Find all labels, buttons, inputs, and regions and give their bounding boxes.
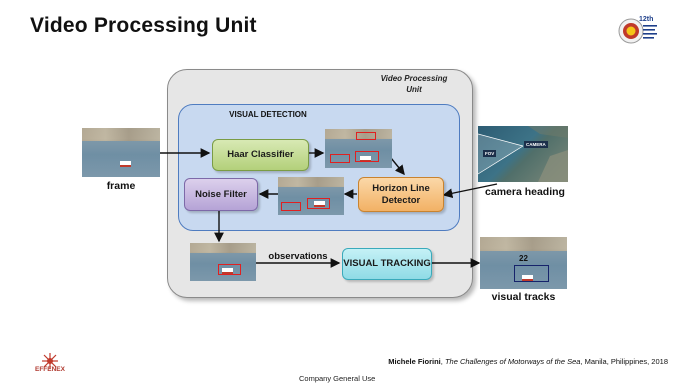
visual-tracks-image: 22 [480, 237, 567, 289]
noise-filter-node: Noise Filter [184, 178, 258, 211]
camera-heading-caption: camera heading [485, 186, 565, 198]
frame-caption: frame [106, 180, 136, 192]
footer-citation: Michele Fiorini, The Challenges of Motor… [388, 357, 668, 366]
observations-image [190, 243, 256, 281]
effenex-logo-text: EFFENEX [35, 366, 65, 373]
citation-location: , Manila, Philippines, 2018 [580, 357, 668, 366]
slide-title: Video Processing Unit [30, 14, 257, 37]
map-camera-tag: CAMERA [524, 141, 548, 148]
track-id-label: 22 [519, 254, 528, 263]
visual-tracking-node: VISUAL TRACKING [342, 248, 432, 280]
haar-detections-image [325, 129, 392, 168]
camera-heading-map: FOV CAMERA [478, 126, 568, 182]
visual-tracks-caption: visual tracks [491, 291, 556, 303]
observations-label: observations [268, 251, 328, 262]
map-fov-tag: FOV [483, 150, 497, 157]
classification-label: Company General Use [299, 374, 376, 383]
arrow-camera-to-horizon [442, 183, 498, 199]
arrow-detections-to-horizon [390, 157, 405, 176]
conference-logo: 12th [618, 16, 657, 44]
svg-text:12th: 12th [639, 16, 653, 23]
effenex-logo-icon [42, 353, 58, 369]
container-label: Video Processing Unit [380, 74, 448, 94]
input-frame-image [82, 128, 160, 177]
haar-classifier-node: Haar Classifier [212, 139, 309, 171]
citation-author: Michele Fiorini [388, 357, 441, 366]
horizon-filtered-image [278, 177, 344, 215]
visual-detection-label: VISUAL DETECTION [229, 110, 307, 119]
horizon-line-detector-node: Horizon Line Detector [358, 177, 444, 212]
citation-title: The Challenges of Motorways of the Sea [444, 357, 581, 366]
